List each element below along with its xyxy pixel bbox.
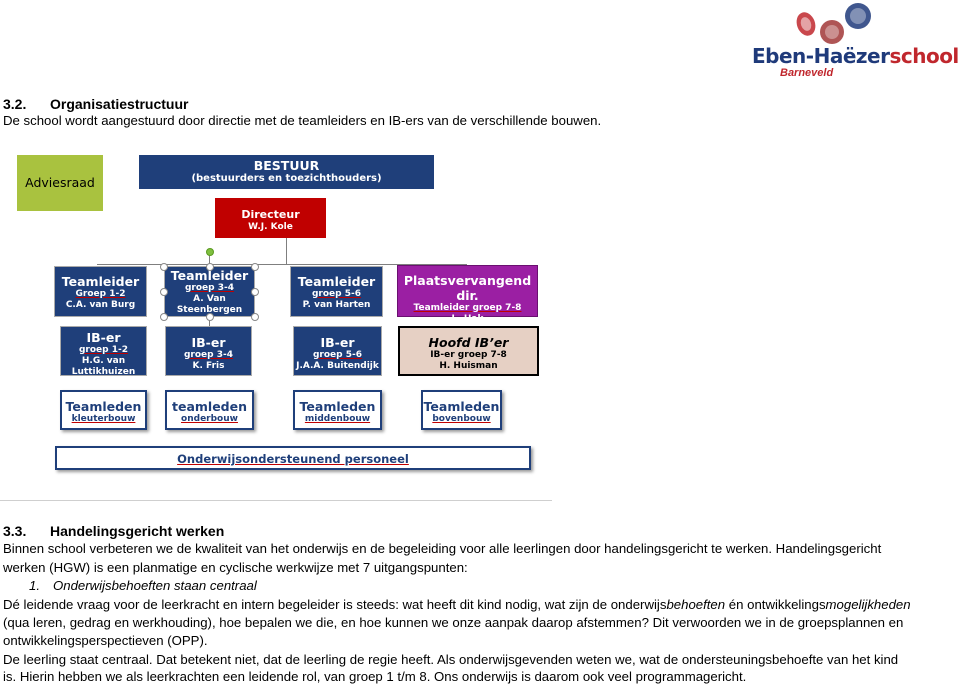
paragraph-line: ontwikkelingsperspectieven (OPP). (3, 633, 208, 648)
ib-er-box: IB-er groep 3-4 K. Fris (165, 326, 252, 376)
directeur-box: Directeur W.J. Kole (215, 198, 326, 238)
paragraph-line: (qua leren, gedrag en werkhouding), hoe … (3, 615, 904, 630)
teamleden-box: teamleden onderbouw (165, 390, 254, 430)
logo-title: Eben-Haëzerschool (752, 44, 959, 68)
ib-er-box: IB-er groep 5-6 J.A.A. Buitendijk (293, 326, 382, 376)
paragraph-line: werken (HGW) is een planmatige en cyclis… (3, 560, 468, 575)
teamleden-box: Teamleden bovenbouw (421, 390, 502, 430)
teamleden-box: Teamleden kleuterbouw (60, 390, 147, 430)
teamleider-box: Teamleider Groep 1-2 C.A. van Burg (54, 266, 147, 317)
onderwijsondersteunend-box: Onderwijsondersteunend personeel (55, 446, 531, 470)
section-intro: De school wordt aangestuurd door directi… (3, 113, 602, 128)
hoofd-ib-box: Hoofd IB’er IB-er groep 7-8 H. Huisman (398, 326, 539, 376)
paragraph-line: De leerling staat centraal. Dat betekent… (3, 652, 899, 667)
section-heading: 3.3.Handelingsgericht werken (3, 523, 225, 539)
list-item: 1.Onderwijsbehoeften staan centraal (29, 578, 257, 593)
paragraph-line: Binnen school verbeteren we de kwaliteit… (3, 541, 882, 556)
adviesraad-box: Adviesraad (17, 155, 103, 211)
teamleden-box: Teamleden middenbouw (293, 390, 382, 430)
bestuur-box: BESTUUR (bestuurders en toezichthouders) (139, 155, 434, 189)
school-logo-icon (796, 3, 871, 44)
divider (0, 500, 552, 501)
teamleider-box: Teamleider groep 3-4 A. Van Steenbergen (164, 266, 255, 317)
logo-place: Barneveld (780, 67, 834, 79)
ib-er-box: IB-er groep 1-2 H.G. van Luttikhuizen (60, 326, 147, 377)
plaatsvervangend-box: Plaatsvervangend dir. Teamleider groep 7… (397, 265, 538, 324)
teamleider-box: Teamleider groep 5-6 P. van Harten (290, 266, 383, 317)
section-heading: 3.2.Organisatiestructuur (3, 96, 189, 112)
paragraph-line: Dé leidende vraag voor de leerkracht en … (3, 597, 911, 612)
paragraph-line: is. Hierin hebben we als leerkrachten ee… (3, 669, 747, 684)
